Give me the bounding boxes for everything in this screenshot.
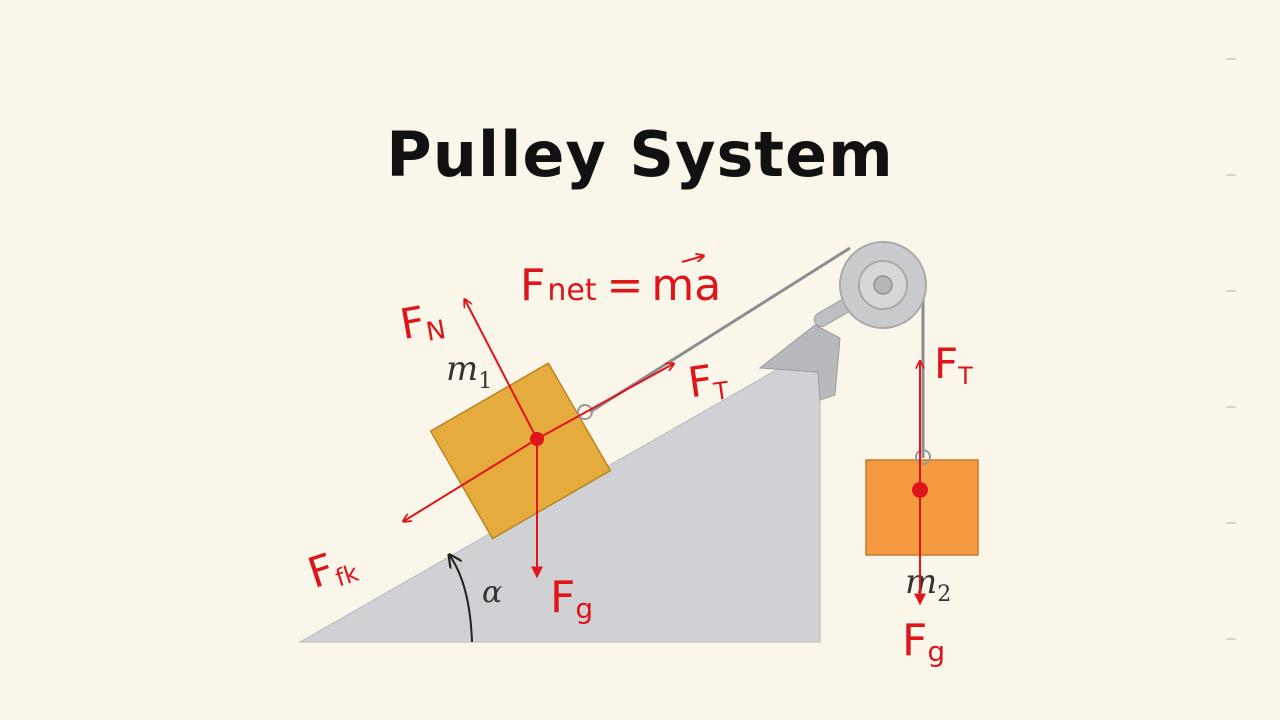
tension-label-m2: FT: [934, 339, 973, 390]
normal-force-arrow: [465, 300, 538, 440]
edge-tick: [1226, 522, 1236, 524]
gravity-label-m1: Fg: [550, 572, 593, 625]
block-m2: [865, 459, 979, 556]
vector-arrow-icon: [681, 256, 703, 263]
edge-tick: [1226, 406, 1236, 408]
edge-tick: [1226, 638, 1236, 640]
gravity-label-m2: Fg: [902, 615, 945, 668]
pulley-axle: [873, 275, 893, 295]
tension-force-arrow-m1: [536, 364, 673, 440]
block-m1-hook: [577, 404, 593, 420]
friction-force-arrow: [404, 438, 538, 521]
tension-label-m1: FT: [685, 353, 731, 409]
rope-incline: [589, 246, 851, 414]
friction-label: Ffk: [302, 537, 362, 600]
equation-label: Fnet=ma: [520, 260, 721, 311]
angle-arc-icon: [450, 556, 473, 643]
block-m2-hook: [915, 449, 931, 465]
edge-tick: [1226, 58, 1236, 60]
pulley-bracket: [758, 324, 841, 401]
edge-tick: [1226, 290, 1236, 292]
mass-m2-label: m2: [905, 562, 951, 607]
page-title: Pulley System: [386, 118, 894, 191]
edge-tick: [1226, 174, 1236, 176]
block-m1-center-dot: [530, 432, 544, 446]
block-m2-center-dot: [912, 482, 928, 498]
angle-alpha-label: α: [482, 575, 502, 610]
mass-m1-label: m1: [446, 349, 492, 394]
normal-force-label: FN: [396, 293, 448, 352]
